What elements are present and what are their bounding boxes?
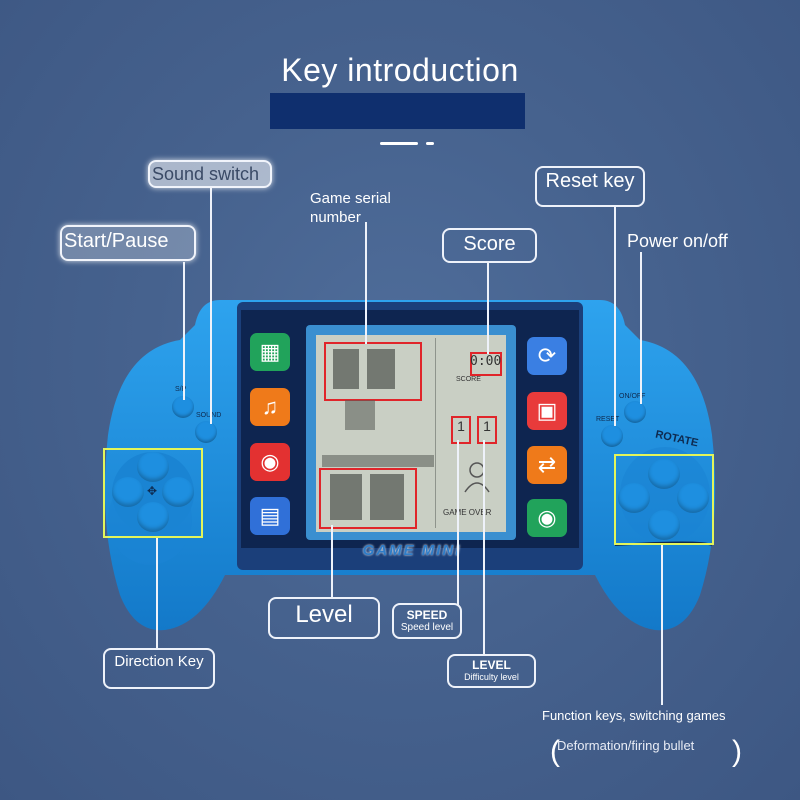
direction-leader-line [156,538,158,648]
refresh-app-icon: ⟳ [527,337,567,375]
page-title: Key introduction [281,52,519,88]
dpad-left-button[interactable] [112,477,144,507]
power-button[interactable] [624,401,646,423]
game-over-text: GAME OVER [443,508,492,517]
paren-open: ( [550,735,560,768]
paren-close: ) [732,735,742,768]
level-digit [370,474,404,520]
onoff-button-label: ON/OFF [619,393,646,400]
serial-leader-line [365,222,367,344]
level-leader-line [331,525,333,597]
speed-leader-line [457,440,459,606]
face-button-right[interactable] [677,483,709,513]
stacked-blocks [322,455,434,467]
reset-leader-line [614,206,616,426]
start-pause-label: Start/Pause [60,225,196,261]
face-button-top[interactable] [648,459,680,489]
difficulty-leader-line [483,440,485,654]
level-indicator: 1 [477,416,497,444]
reset-button[interactable] [601,425,623,447]
level-difficulty-subtitle: Difficulty level [464,672,519,682]
camera-app-icon: ◉ [527,499,567,537]
function-keys-highlight [614,454,714,545]
direction-key-label: Direction Key [103,648,215,689]
dpad-up-button[interactable] [137,452,169,482]
speed-label-box: SPEED Speed level [392,603,462,639]
film-app-icon: ▤ [250,497,290,535]
console-banner: GAME MINI [362,542,462,559]
start-pause-button[interactable] [172,396,194,418]
music-app-icon: ♫ [250,388,290,426]
sound-leader-line [210,188,212,424]
game-serial-digit [333,349,359,389]
level-difficulty-title: LEVEL [472,658,511,672]
falling-piece [345,400,375,430]
title-underline-bar [270,93,525,129]
score-leader-line [487,262,489,354]
start-leader-line [183,262,185,400]
sp-label: S/P [175,386,187,393]
sound-button[interactable] [195,421,217,443]
score-label: Score [442,228,537,263]
game-serial-digit [367,349,395,389]
lcd-side-panel [435,338,504,528]
dpad-center-arrows-icon: ✥ [147,484,158,498]
usb-app-icon: ⇄ [527,446,567,484]
reset-key-label: Reset key [535,166,645,207]
gamepad-app-icon: ◉ [250,443,290,481]
function-leader-line [661,545,663,705]
level-difficulty-box: LEVEL Difficulty level [447,654,536,688]
speed-indicator: 1 [451,416,471,444]
score-highlight [470,352,502,376]
speed-subtitle: Speed level [400,622,454,633]
face-button-left[interactable] [618,483,650,513]
level-digit [330,474,362,520]
face-button-bottom[interactable] [648,510,680,540]
chip-app-icon: ▣ [527,392,567,430]
game-serial-label: Game serial number [310,190,391,226]
power-leader-line [640,252,642,404]
dpad-down-button[interactable] [137,502,169,532]
toolbox-app-icon: ▦ [250,333,290,371]
function-keys-label: Function keys, switching games [542,708,726,723]
direction-key-highlight [103,448,203,538]
dpad-right-button[interactable] [162,477,194,507]
level-highlight [319,468,417,529]
decorative-dot [426,142,434,145]
mascot-figure [455,460,499,494]
score-readout: 0:00 [470,354,502,369]
speed-title: SPEED [406,608,448,622]
deformation-label-box: ( Deformation/firing bullet ) [550,734,745,774]
level-label: Level [268,597,380,639]
reset-button-label: RESET [596,416,620,423]
deformation-label: Deformation/firing bullet [557,738,695,753]
decorative-dash [380,142,418,145]
power-label: Power on/off [627,231,728,251]
score-caption: SCORE [456,376,481,383]
sound-switch-label: Sound switch [148,160,272,188]
sound-button-label: SOUND [196,412,222,419]
